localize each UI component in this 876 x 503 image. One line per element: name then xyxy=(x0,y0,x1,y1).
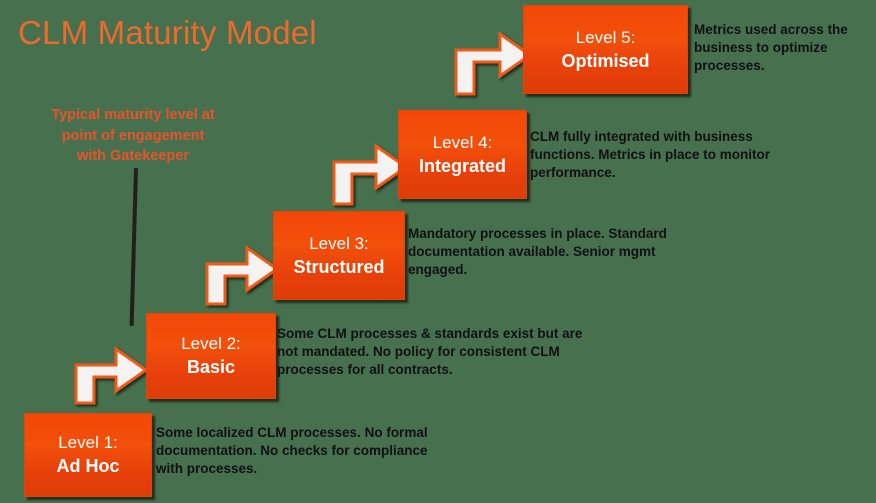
level-box-1[interactable]: Level 1: Ad Hoc xyxy=(24,413,152,497)
level-box-2[interactable]: Level 2: Basic xyxy=(146,313,276,399)
annotation-line-2: point of engagement xyxy=(61,127,205,144)
level-2-description: Some CLM processes & standards exist but… xyxy=(277,326,583,377)
level-5-label: Level 5: xyxy=(575,27,636,47)
arrow-level4-to-level5 xyxy=(452,26,534,98)
engagement-annotation: Typical maturity level at point of engag… xyxy=(18,105,248,167)
arrow-level3-to-level4 xyxy=(330,138,410,208)
level-5-name: Optimised xyxy=(561,50,650,71)
annotation-line-3: with Gatekeeper xyxy=(76,148,189,165)
level-1-description: Some localized CLM processes. No formal … xyxy=(156,425,428,476)
level-4-description: CLM fully integrated with business funct… xyxy=(530,129,771,180)
level-1-name: Ad Hoc xyxy=(56,456,120,477)
level-3-label: Level 3: xyxy=(309,233,369,253)
level-box-4[interactable]: Level 4: Integrated xyxy=(398,110,527,199)
arrow-level1-to-level2 xyxy=(72,341,150,407)
arrow-level2-to-level3 xyxy=(203,240,281,308)
level-2-name: Basic xyxy=(186,357,236,378)
page-title: CLM Maturity Model xyxy=(18,14,317,51)
level-4-name: Integrated xyxy=(418,155,506,176)
level-1-label: Level 1: xyxy=(58,433,118,453)
level-box-5[interactable]: Level 5: Optimised xyxy=(523,5,688,94)
annotation-line-1: Typical maturity level at xyxy=(51,107,215,123)
level-3-name: Structured xyxy=(293,256,385,277)
level-2-label: Level 2: xyxy=(181,334,241,354)
level-3-description: Mandatory processes in place. Standard d… xyxy=(408,226,667,277)
annotation-pointer-line xyxy=(129,167,138,326)
level-4-label: Level 4: xyxy=(432,132,493,152)
level-5-description: Metrics used across the business to opti… xyxy=(694,22,848,73)
level-box-3[interactable]: Level 3: Structured xyxy=(273,211,405,300)
